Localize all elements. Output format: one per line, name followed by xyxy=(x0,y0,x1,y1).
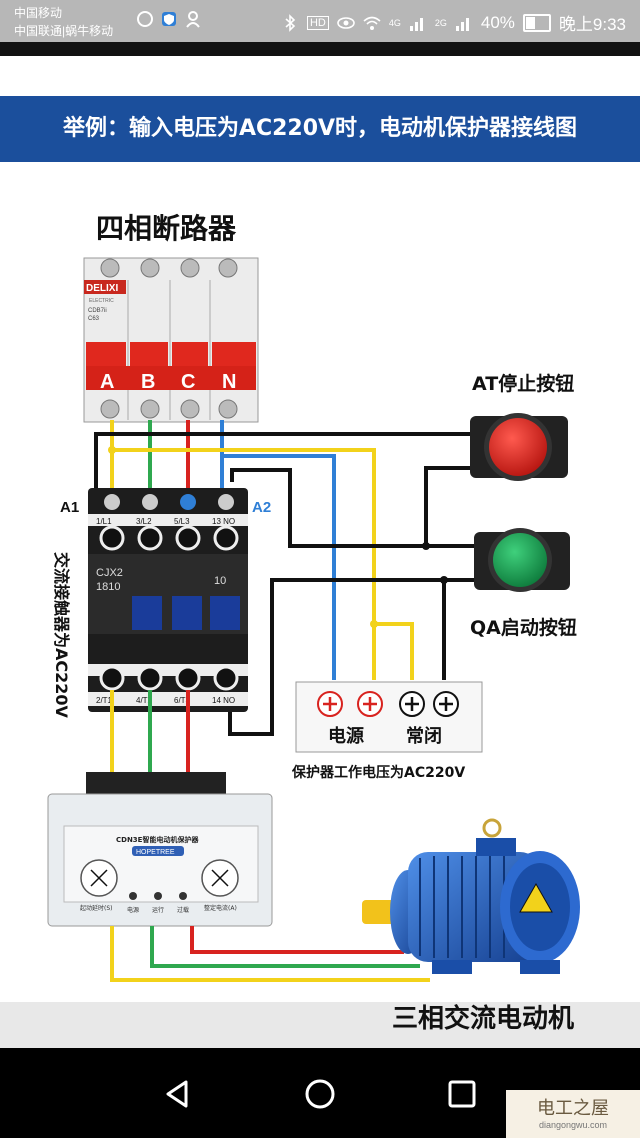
hd-icon: HD xyxy=(306,15,329,30)
terminal-label-13no: 13 NO xyxy=(212,517,235,526)
bottom-band xyxy=(0,1002,640,1048)
breaker-handles xyxy=(86,342,256,390)
wire-junctions xyxy=(108,446,448,628)
start-button-label: QA启动按钮 xyxy=(470,616,577,639)
contactor-vertical-title: 交流接触器为AC220V xyxy=(52,552,71,719)
lte-label: 4G xyxy=(388,17,401,28)
contactor-bottom-screws xyxy=(99,665,239,691)
phase-label-c: C xyxy=(181,371,195,393)
breaker-rating: C63 xyxy=(88,316,100,322)
wifi-icon xyxy=(363,16,381,30)
watermark-url: diangongwu.com xyxy=(538,1120,608,1130)
security-icon xyxy=(162,12,176,26)
led-overload xyxy=(179,892,187,900)
ac-contactor: 1/L1 3/L2 5/L3 13 NO CJX2 1810 10 2/T1 4… xyxy=(88,488,248,712)
site-watermark: 电工之屋 diangongwu.com xyxy=(506,1090,640,1138)
lifting-eye-icon xyxy=(482,818,502,838)
back-icon[interactable] xyxy=(156,1072,200,1116)
signal-icon-2 xyxy=(455,17,469,31)
terminal-label-l2: 3/L2 xyxy=(136,517,152,526)
battery-percent: 40% xyxy=(480,12,515,32)
battery-icon xyxy=(522,13,551,32)
protector-title: CDN3E智能电动机保护器 xyxy=(116,835,199,844)
three-phase-motor xyxy=(362,818,580,974)
breaker-top-screws xyxy=(100,258,238,278)
clock: 晚上9:33 xyxy=(558,15,626,34)
motor-title: 三相交流电动机 xyxy=(392,1004,575,1034)
motor-protector: CDN3E智能电动机保护器 HOPETREE 起动延时(S) 整定电流(A) 电… xyxy=(47,772,273,927)
terminal-power-label: 电源 xyxy=(328,725,364,747)
coil-a2-label: A2 xyxy=(252,499,271,516)
phase-label-a: A xyxy=(100,371,114,393)
top-divider xyxy=(0,42,640,56)
control-wires xyxy=(94,432,476,736)
stop-button-label: AT停止按钮 xyxy=(472,372,574,395)
terminal-label-l3: 5/L3 xyxy=(174,517,190,526)
breaker-brand-sub: ELECTRIC xyxy=(89,298,114,304)
terminal-plus-1 xyxy=(317,691,343,717)
home-icon[interactable] xyxy=(298,1072,342,1116)
protector-voltage-caption: 保护器工作电压为AC220V xyxy=(291,764,465,781)
signal-icon xyxy=(409,17,423,31)
led-power-label: 电源 xyxy=(127,906,139,914)
contactor-top-screws xyxy=(99,525,239,551)
wiring-diagram: 四相断路器 DELIXI ELECTRIC CDB7ii C63 A B C N xyxy=(47,212,580,982)
led-run xyxy=(154,892,162,900)
notification-icons xyxy=(136,10,202,28)
breaker-title: 四相断路器 xyxy=(96,212,237,245)
led-run-label: 运行 xyxy=(152,906,164,914)
terminal-nc-label: 常闭 xyxy=(406,725,442,747)
protector-brand: HOPETREE xyxy=(136,849,175,856)
breaker-bottom-screws xyxy=(100,399,238,419)
phase-label-b: B xyxy=(141,371,155,393)
terminal-label-t3: 6/T3 xyxy=(174,696,191,705)
protector-terminal-block: 电源 常闭 xyxy=(295,681,483,753)
left-dial-label: 起动延时(S) xyxy=(80,904,113,912)
terminal-plus-3 xyxy=(399,691,425,717)
terminal-label-t1: 2/T1 xyxy=(96,696,113,705)
contactor-model-line2: 1810 xyxy=(96,581,120,593)
terminal-plus-4 xyxy=(433,691,459,717)
contactor-top-terminals xyxy=(104,494,234,510)
breaker-brand: DELIXI xyxy=(86,283,118,294)
stop-button-device xyxy=(470,413,568,481)
shield-app-icon xyxy=(137,11,153,27)
carrier-secondary: 中国联通|蜗牛移动 xyxy=(14,24,114,38)
four-pole-breaker: DELIXI ELECTRIC CDB7ii C63 A B C N xyxy=(83,257,259,423)
contactor-model-line1: CJX2 xyxy=(96,567,123,579)
coil-a1-label: A1 xyxy=(60,499,79,516)
motor-wires xyxy=(110,926,430,982)
bluetooth-icon xyxy=(285,13,296,32)
terminal-plus-2 xyxy=(357,691,383,717)
terminal-label-l1: 1/L1 xyxy=(96,517,112,526)
recents-icon[interactable] xyxy=(440,1072,484,1116)
phase-label-n: N xyxy=(222,371,236,393)
eye-icon xyxy=(337,16,355,29)
page-title: 举例：输入电压为AC220V时，电动机保护器接线图 xyxy=(0,96,640,162)
network-label: 2G xyxy=(434,17,447,28)
user-icon xyxy=(186,11,200,28)
breaker-model: CDB7ii xyxy=(88,308,107,314)
terminal-label-14no: 14 NO xyxy=(212,696,235,705)
led-power xyxy=(129,892,137,900)
status-bar: 中国移动 中国联通|蜗牛移动 HD 4G 2G 40% 晚上9:33 xyxy=(0,0,640,42)
main-wires xyxy=(110,420,224,492)
contactor-side-number: 10 xyxy=(214,575,226,587)
motor-fins xyxy=(419,856,505,958)
terminal-label-t2: 4/T2 xyxy=(136,696,153,705)
right-dial-label: 整定电流(A) xyxy=(204,904,237,912)
led-overload-label: 过载 xyxy=(177,906,189,914)
start-button-device xyxy=(474,528,570,592)
status-right: HD 4G 2G 40% 晚上9:33 xyxy=(281,10,626,35)
watermark-title: 电工之屋 xyxy=(537,1098,609,1119)
carrier-primary: 中国移动 xyxy=(14,6,63,20)
